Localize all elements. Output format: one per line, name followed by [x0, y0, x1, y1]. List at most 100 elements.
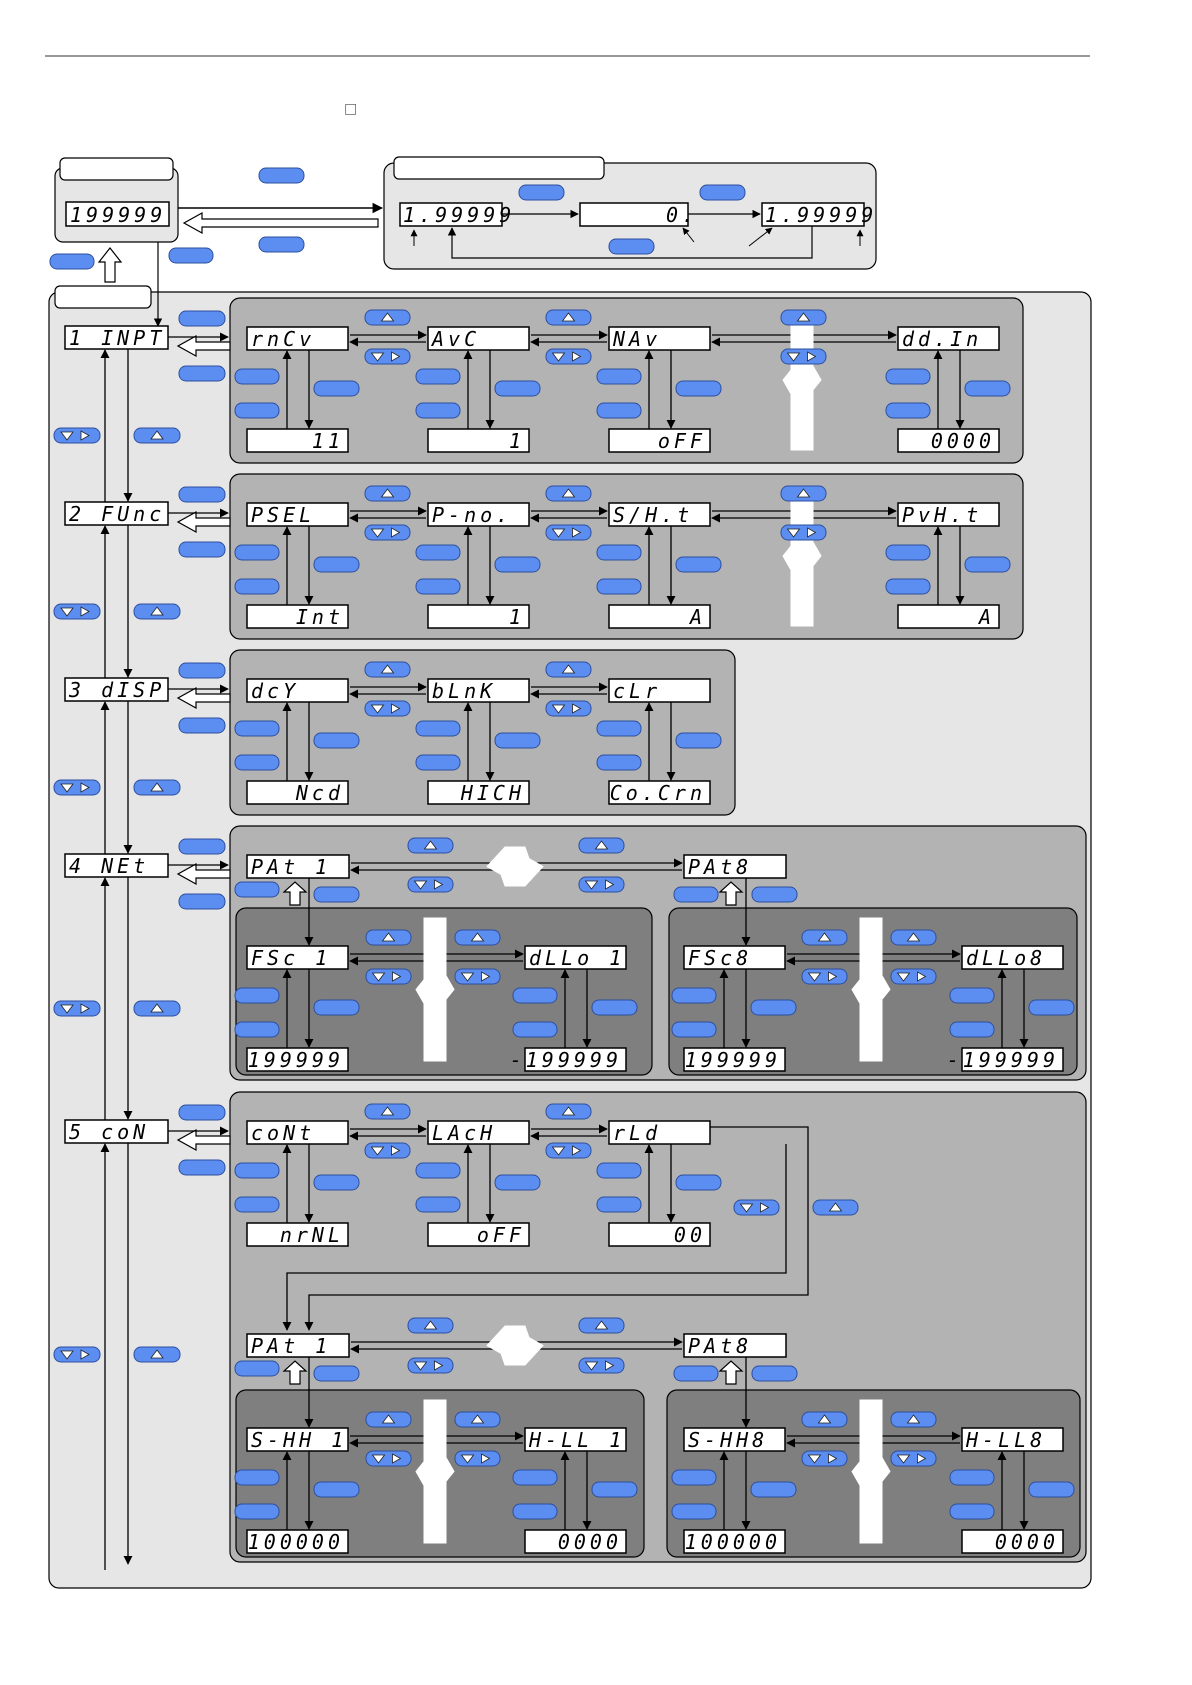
- nav-key-down[interactable]: [801, 1450, 848, 1467]
- param-key[interactable]: [234, 1196, 280, 1213]
- param-key[interactable]: [675, 732, 722, 749]
- param-key[interactable]: [494, 556, 541, 573]
- param-key[interactable]: [596, 754, 642, 771]
- spine-key-down[interactable]: [53, 779, 101, 796]
- param-key[interactable]: [234, 368, 280, 385]
- nav-key-down[interactable]: [365, 968, 412, 985]
- param-key[interactable]: [415, 544, 461, 561]
- param-key[interactable]: [415, 720, 461, 737]
- param-key[interactable]: [591, 1481, 638, 1498]
- top-key[interactable]: [258, 167, 305, 184]
- nav-key-up[interactable]: [890, 1411, 937, 1428]
- param-key[interactable]: [596, 1196, 642, 1213]
- menu-key-right[interactable]: [178, 1104, 226, 1121]
- param-key[interactable]: [415, 368, 461, 385]
- param-key[interactable]: [415, 578, 461, 595]
- spine-key-down[interactable]: [53, 603, 101, 620]
- nav-key-down[interactable]: [780, 524, 827, 541]
- pattern-key[interactable]: [313, 1365, 360, 1382]
- nav-key-up[interactable]: [407, 837, 454, 854]
- nav-key-down[interactable]: [890, 968, 937, 985]
- param-key[interactable]: [675, 1174, 722, 1191]
- param-key[interactable]: [234, 987, 280, 1004]
- param-key[interactable]: [313, 556, 360, 573]
- top-key[interactable]: [49, 253, 95, 270]
- param-key[interactable]: [494, 380, 541, 397]
- nav-key-up[interactable]: [545, 661, 592, 678]
- nav-key-down[interactable]: [365, 1450, 412, 1467]
- param-key[interactable]: [596, 720, 642, 737]
- param-key[interactable]: [671, 1503, 717, 1520]
- param-key[interactable]: [234, 1021, 280, 1038]
- nav-key-down[interactable]: [733, 1199, 780, 1216]
- pattern-key[interactable]: [313, 886, 360, 903]
- menu-key-right[interactable]: [178, 365, 226, 382]
- param-key[interactable]: [234, 402, 280, 419]
- nav-key-up[interactable]: [365, 1411, 412, 1428]
- param-key[interactable]: [596, 368, 642, 385]
- spine-key-down[interactable]: [53, 1346, 101, 1363]
- param-key[interactable]: [675, 380, 722, 397]
- param-key[interactable]: [234, 544, 280, 561]
- keys[interactable]: [49, 167, 1075, 1520]
- spine-key-up[interactable]: [133, 1000, 181, 1017]
- menu-key-right[interactable]: [178, 1159, 226, 1176]
- param-key[interactable]: [313, 732, 360, 749]
- param-key[interactable]: [415, 754, 461, 771]
- pattern-key[interactable]: [234, 1360, 280, 1377]
- nav-key-down[interactable]: [545, 700, 592, 717]
- param-key[interactable]: [885, 544, 931, 561]
- nav-key-up[interactable]: [780, 485, 827, 502]
- nav-key-down[interactable]: [890, 1450, 937, 1467]
- pattern-key[interactable]: [673, 1365, 719, 1382]
- param-key[interactable]: [494, 732, 541, 749]
- nav-key-down[interactable]: [364, 348, 411, 365]
- nav-key-up[interactable]: [364, 309, 411, 326]
- param-key[interactable]: [512, 1503, 558, 1520]
- menu-key-right[interactable]: [178, 486, 226, 503]
- param-key[interactable]: [671, 1469, 717, 1486]
- param-key[interactable]: [949, 1503, 995, 1520]
- param-key[interactable]: [675, 556, 722, 573]
- top-key[interactable]: [168, 247, 214, 264]
- pattern-key[interactable]: [673, 886, 719, 903]
- nav-key-down[interactable]: [454, 968, 501, 985]
- nav-key-up[interactable]: [545, 485, 592, 502]
- param-key[interactable]: [964, 380, 1011, 397]
- param-key[interactable]: [949, 1021, 995, 1038]
- spine-key-up[interactable]: [133, 427, 181, 444]
- param-key[interactable]: [949, 987, 995, 1004]
- nav-key-up[interactable]: [801, 929, 848, 946]
- param-key[interactable]: [591, 999, 638, 1016]
- nav-key-down[interactable]: [454, 1450, 501, 1467]
- param-key[interactable]: [512, 1469, 558, 1486]
- spine-key-down[interactable]: [53, 427, 101, 444]
- nav-key-up[interactable]: [812, 1199, 859, 1216]
- nav-key-down[interactable]: [545, 1142, 592, 1159]
- menu-key-right[interactable]: [178, 662, 226, 679]
- param-key[interactable]: [313, 1174, 360, 1191]
- param-key[interactable]: [234, 1162, 280, 1179]
- nav-key-down[interactable]: [545, 524, 592, 541]
- nav-key-up[interactable]: [454, 929, 501, 946]
- param-key[interactable]: [234, 754, 280, 771]
- param-key[interactable]: [885, 368, 931, 385]
- param-key[interactable]: [494, 1174, 541, 1191]
- param-key[interactable]: [313, 380, 360, 397]
- spine-key-down[interactable]: [53, 1000, 101, 1017]
- param-key[interactable]: [512, 987, 558, 1004]
- nav-key-up[interactable]: [801, 1411, 848, 1428]
- nav-key-up[interactable]: [364, 1103, 411, 1120]
- nav-key-up[interactable]: [545, 1103, 592, 1120]
- nav-key-down[interactable]: [407, 876, 454, 893]
- spine-key-up[interactable]: [133, 1346, 181, 1363]
- param-key[interactable]: [885, 578, 931, 595]
- param-key[interactable]: [234, 720, 280, 737]
- param-key[interactable]: [596, 578, 642, 595]
- param-key[interactable]: [885, 402, 931, 419]
- nav-key-up[interactable]: [578, 837, 625, 854]
- nav-key-up[interactable]: [890, 929, 937, 946]
- param-key[interactable]: [313, 999, 360, 1016]
- param-key[interactable]: [1028, 999, 1075, 1016]
- spine-key-up[interactable]: [133, 603, 181, 620]
